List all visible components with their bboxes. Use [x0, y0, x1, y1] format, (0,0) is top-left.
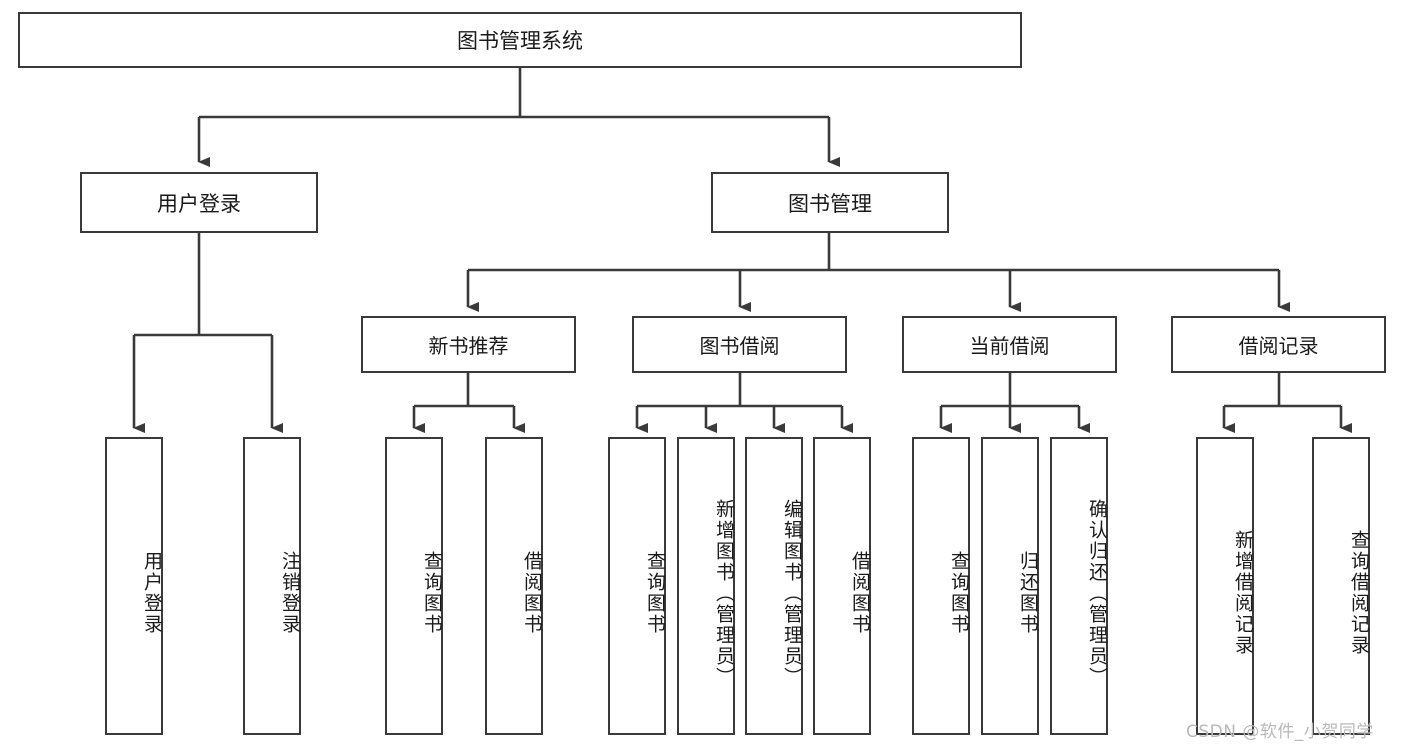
node-leaf-edit-book-admin[interactable]: 编辑图书（管理员） — [745, 437, 803, 735]
node-leaf-add-borrow-record[interactable]: 新增借阅记录 — [1196, 437, 1254, 735]
node-leaf-query-book-recommend[interactable]: 查询图书 — [385, 437, 443, 735]
node-root-library-system[interactable]: 图书管理系统 — [18, 12, 1022, 68]
node-leaf-label: 借阅图书 — [521, 551, 543, 635]
node-user-login-label: 用户登录 — [157, 191, 241, 216]
node-leaf-borrow-book[interactable]: 借阅图书 — [813, 437, 871, 735]
csdn-watermark: CSDN @软件_小贺同学 — [1186, 722, 1374, 742]
node-borrow-record[interactable]: 借阅记录 — [1171, 316, 1386, 373]
node-leaf-add-book-admin[interactable]: 新增图书（管理员） — [677, 437, 735, 735]
node-leaf-query-book-borrow[interactable]: 查询图书 — [608, 437, 666, 735]
node-leaf-query-book-current[interactable]: 查询图书 — [912, 437, 970, 735]
node-current-borrow[interactable]: 当前借阅 — [902, 316, 1117, 373]
node-leaf-label: 查询图书 — [421, 551, 443, 635]
node-leaf-label: 查询借阅记录 — [1348, 530, 1370, 656]
node-leaf-label: 新增图书（管理员） — [713, 498, 735, 688]
node-leaf-label: 编辑图书（管理员） — [781, 498, 803, 688]
node-book-borrow[interactable]: 图书借阅 — [632, 316, 847, 373]
node-leaf-confirm-return-admin[interactable]: 确认归还（管理员） — [1050, 437, 1108, 735]
node-leaf-label: 注销登录 — [279, 551, 301, 635]
node-leaf-label: 新增借阅记录 — [1232, 530, 1254, 656]
node-root-label: 图书管理系统 — [457, 29, 583, 53]
node-user-login[interactable]: 用户登录 — [80, 172, 318, 233]
node-book-management-label: 图书管理 — [788, 191, 872, 216]
node-borrow-record-label: 借阅记录 — [1238, 334, 1319, 358]
node-leaf-borrow-book-recommend[interactable]: 借阅图书 — [485, 437, 543, 735]
node-new-book-recommend[interactable]: 新书推荐 — [361, 316, 576, 373]
node-book-borrow-label: 图书借阅 — [699, 334, 780, 358]
node-leaf-label: 归还图书 — [1017, 551, 1039, 635]
node-leaf-label: 确认归还（管理员） — [1086, 498, 1108, 688]
node-current-borrow-label: 当前借阅 — [969, 334, 1050, 358]
node-leaf-logout[interactable]: 注销登录 — [243, 437, 301, 735]
node-leaf-label: 借阅图书 — [849, 551, 871, 635]
node-new-book-recommend-label: 新书推荐 — [428, 334, 509, 358]
node-leaf-label: 用户登录 — [141, 551, 163, 635]
node-leaf-query-borrow-record[interactable]: 查询借阅记录 — [1312, 437, 1370, 735]
node-book-management[interactable]: 图书管理 — [711, 172, 949, 233]
node-leaf-label: 查询图书 — [948, 551, 970, 635]
node-leaf-return-book[interactable]: 归还图书 — [981, 437, 1039, 735]
node-leaf-user-login[interactable]: 用户登录 — [105, 437, 163, 735]
node-leaf-label: 查询图书 — [644, 551, 666, 635]
